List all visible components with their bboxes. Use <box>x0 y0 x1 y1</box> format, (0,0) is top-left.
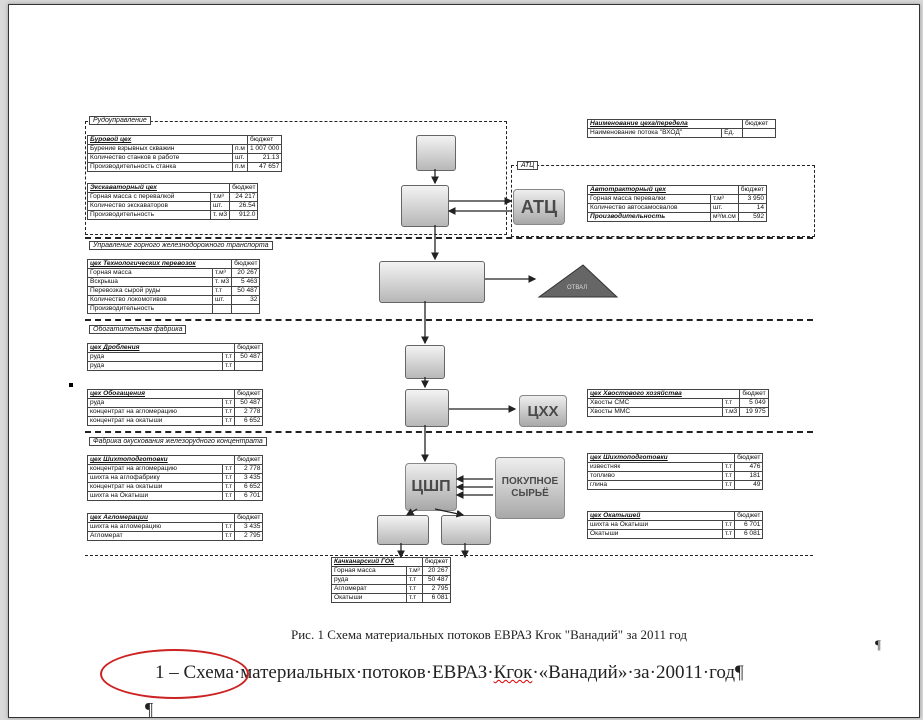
excavator-icon <box>401 185 449 227</box>
zone-ugzt <box>85 237 813 317</box>
zone-label-obogatitelnaya: Обогатительная фабрика <box>89 325 187 334</box>
csp-tile: ЦШП <box>405 463 457 511</box>
crusher-icon <box>405 345 445 379</box>
bullet-mark <box>69 383 73 387</box>
flow-arrows: ОТВАЛ <box>397 169 619 559</box>
purchased-raw-tile: ПОКУПНОЕ СЫРЬЁ <box>495 457 565 519</box>
otval-label: ОТВАЛ <box>567 285 587 291</box>
figure-caption: Рис. 1 Схема материальных потоков ЕВРАЗ … <box>291 627 688 642</box>
otval-dump-shape <box>537 264 619 298</box>
atc-tile: АТЦ <box>513 189 565 225</box>
trailing-pilcrow: ¶ <box>145 699 154 718</box>
pelletizing-machine-icon <box>441 515 491 545</box>
train-icon <box>379 261 485 303</box>
zone-label-fok: Фабрика окускования железорудного концен… <box>89 437 267 446</box>
zone-label-rudoupravlenie: Рудоуправление <box>89 116 151 125</box>
red-ellipse-annotation <box>100 649 249 699</box>
caption-pilcrow: ¶ <box>875 637 881 652</box>
zone-fok <box>85 431 813 556</box>
document-page: Рудоуправление АТЦ Управление горного же… <box>8 4 920 718</box>
zone-obogatitelnaya <box>85 319 813 431</box>
material-flow-scheme-image: Рудоуправление АТЦ Управление горного же… <box>83 113 819 613</box>
agglomeration-machine-icon <box>377 515 429 545</box>
zone-label-ugzt: Управление горного железнодорожного тран… <box>89 241 273 250</box>
zone-rudoupravlenie <box>85 121 507 235</box>
tailings-tile: ЦХХ <box>519 395 567 427</box>
misspelled-word[interactable]: Кгок <box>493 662 533 683</box>
caption-text-end: ·«Ванадий»·за·20011·год¶ <box>532 662 744 683</box>
zone-label-atc: АТЦ <box>517 161 539 170</box>
magnetic-separator-icon <box>405 389 449 427</box>
drill-rig-icon <box>416 135 456 171</box>
